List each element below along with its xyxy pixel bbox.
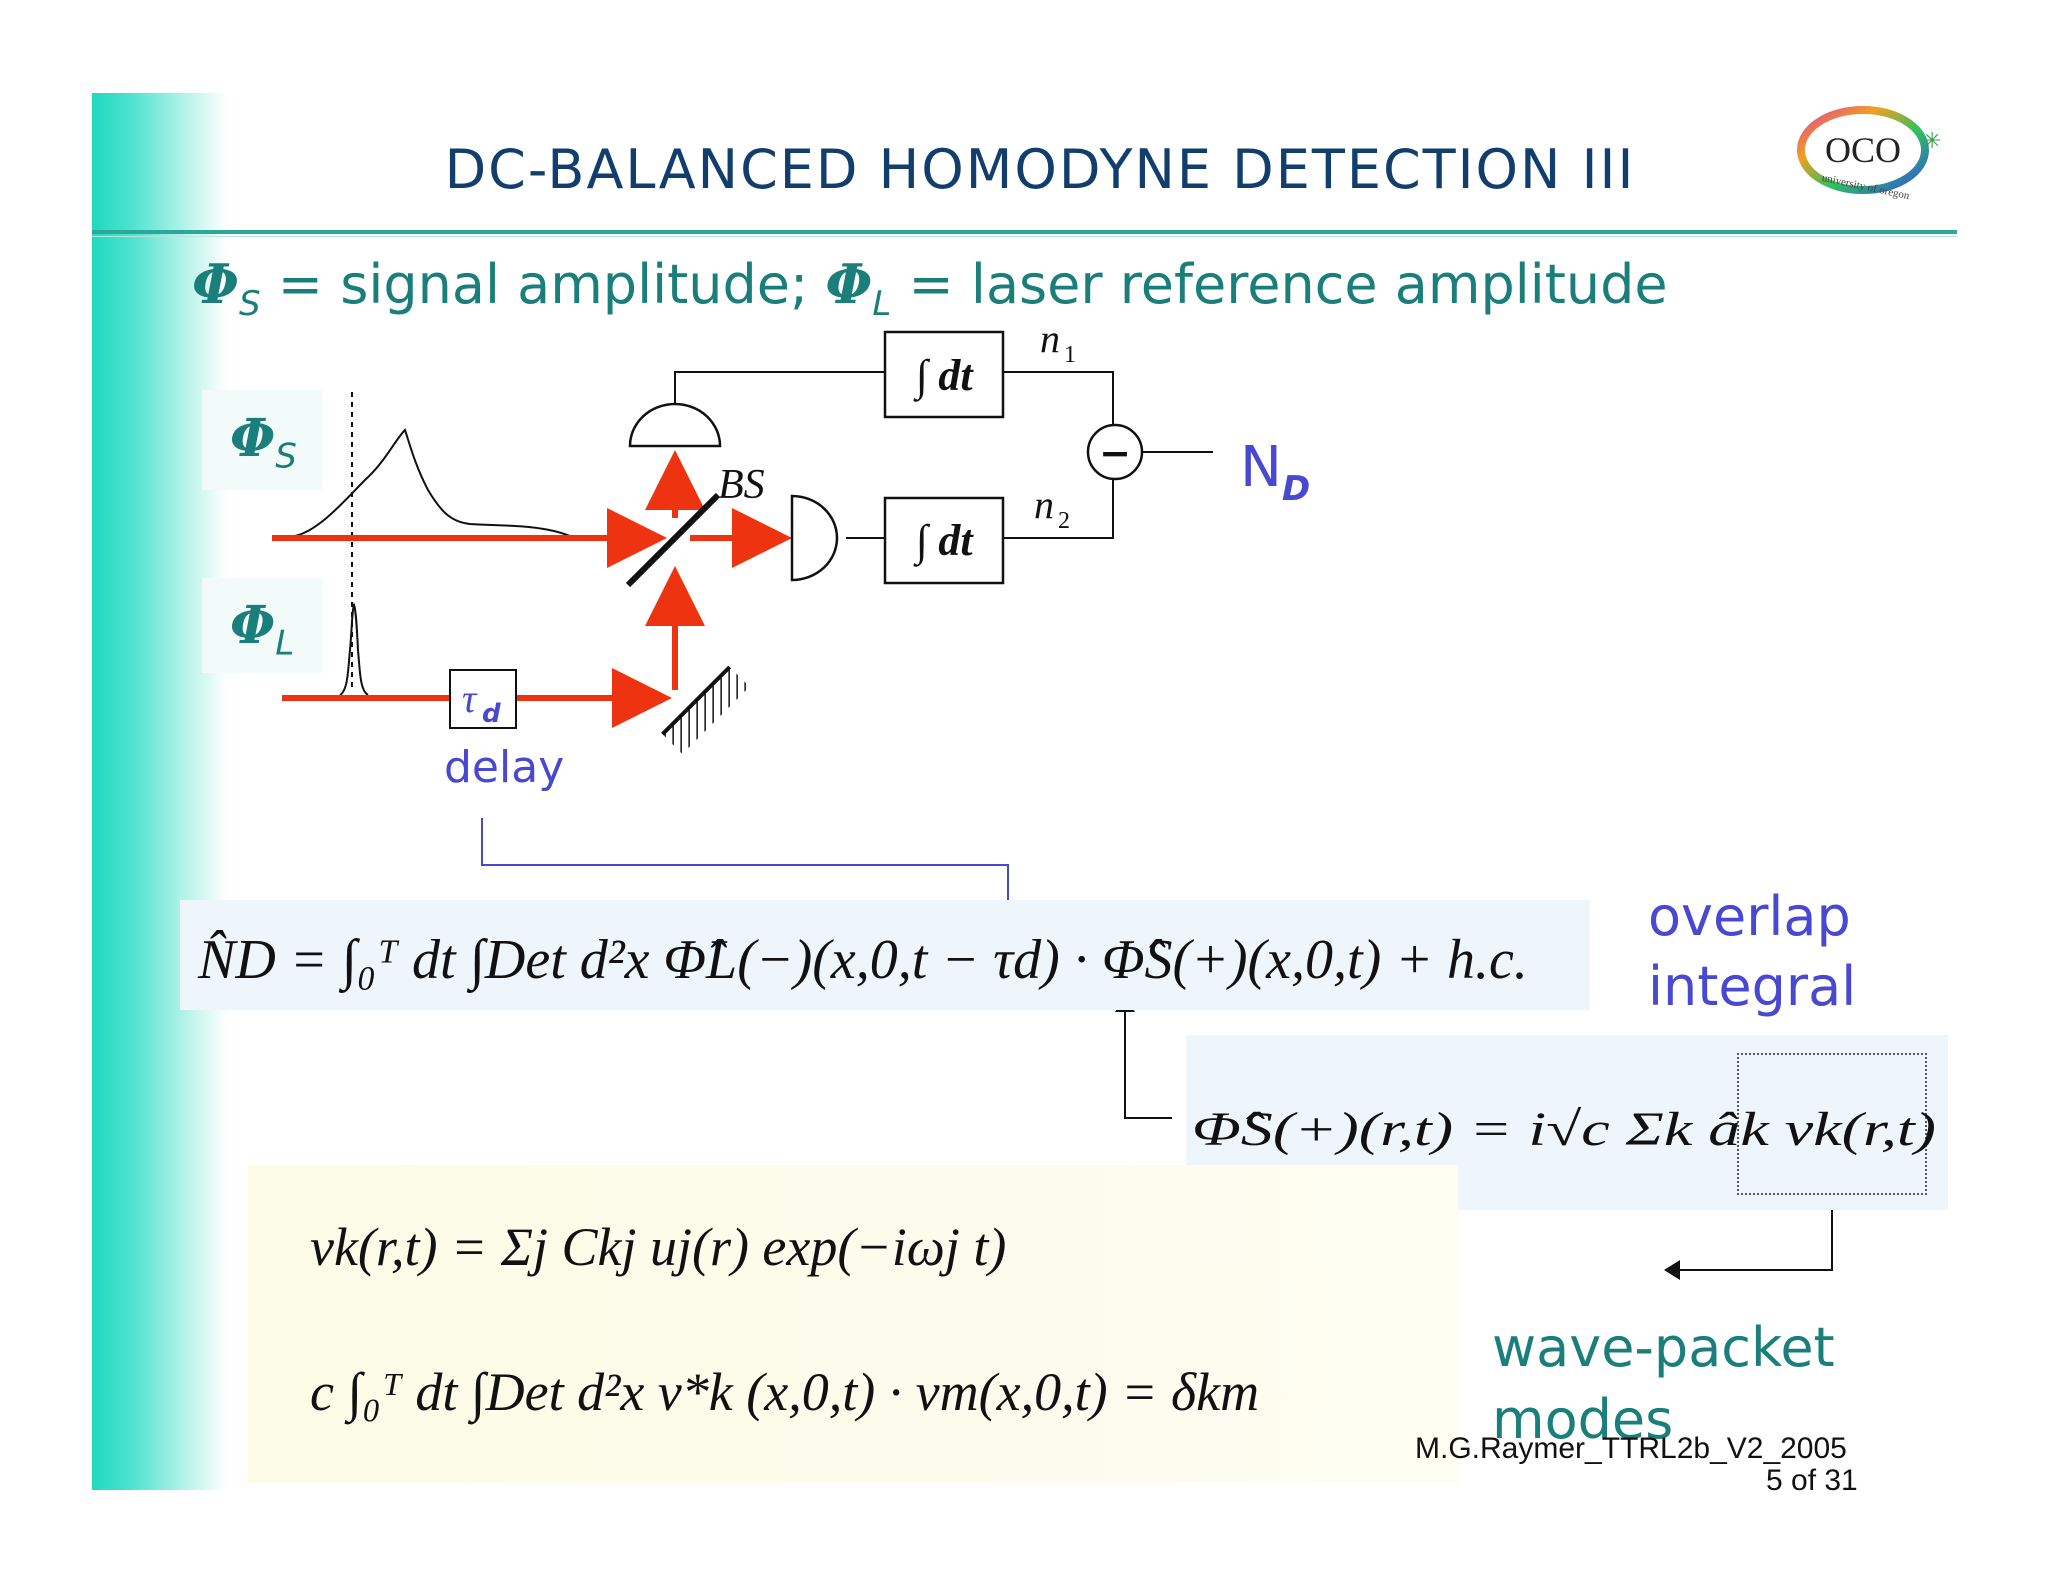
overlap-label-1: overlap xyxy=(1648,885,1851,948)
field-connector xyxy=(1115,996,1172,1119)
oco-logo: OCO ✳ university of oregon xyxy=(1797,106,1941,202)
mirror xyxy=(661,665,750,754)
subtractor-minus: − xyxy=(1099,431,1131,475)
wave-packet-label-2: modes xyxy=(1492,1388,1674,1451)
n1-label: n xyxy=(1040,316,1060,361)
title-rule-thin xyxy=(92,236,1957,237)
beam-splitter xyxy=(625,492,721,588)
subtitle: ΦS = signal amplitude; ΦL = laser refere… xyxy=(192,252,1668,324)
subtractor xyxy=(1086,423,1144,481)
footer-credit: M.G.Raymer_TTRL2b_V2_2005 xyxy=(1415,1432,1847,1465)
output-n-subscript: D xyxy=(1282,469,1310,509)
subtitle-phi-l-sub: L xyxy=(872,283,892,324)
delay-label: delay xyxy=(444,742,564,793)
main-equation: N̂D = ∫₀ᵀ dt ∫Det d²x Φ̂L(−)(x,0,t − τd)… xyxy=(197,929,1528,994)
phi-s-label: ΦS xyxy=(230,408,297,477)
main-equation-box xyxy=(180,900,1590,1010)
overlap-label-2: integral xyxy=(1648,955,1857,1018)
integrator-1-box xyxy=(883,330,1005,419)
detector-top xyxy=(628,402,722,448)
mode-connector xyxy=(1664,1192,1833,1280)
delay-box xyxy=(449,669,517,729)
sidebar-gradient xyxy=(92,93,227,1490)
detector-right xyxy=(790,494,839,582)
lo-pulse xyxy=(339,602,369,696)
subtitle-part1: = signal amplitude; xyxy=(260,253,826,316)
wire-n1 xyxy=(1003,371,1114,432)
delay-subscript: d xyxy=(482,699,501,729)
delay-symbol: τ xyxy=(462,676,478,721)
mode-equations-box xyxy=(248,1165,1458,1483)
signal-pulse xyxy=(294,428,571,537)
logo-text: OCO xyxy=(1825,130,1901,170)
integrator-2-label: ∫ dt xyxy=(913,516,974,567)
mode-function-dotted-box xyxy=(1737,1053,1927,1195)
mode-equations: vk(r,t) = Σj Ckj uj(r) exp(−iωj t) c ∫₀ᵀ… xyxy=(310,1217,1259,1425)
slide-title: DC-BALANCED HOMODYNE DETECTION III xyxy=(444,138,1636,201)
phi-s-label-bg xyxy=(202,390,322,490)
phi-l-label-bg xyxy=(202,578,322,673)
subtitle-phi-s: Φ xyxy=(192,252,240,316)
mode-expansion-text: vk(r,t) = Σj Ckj uj(r) exp(−iωj t) xyxy=(310,1217,1006,1277)
subtitle-phi-s-sub: S xyxy=(239,283,261,324)
logo-star-icon: ✳ xyxy=(1923,129,1941,154)
footer-page-number: 5 of 31 xyxy=(1766,1464,1858,1497)
field-equation-text: Φ̂S(+)(r,t) = i√c Σk âk vk(r,t) xyxy=(1192,1103,1936,1156)
subtitle-phi-l: Φ xyxy=(825,252,873,316)
title-rule xyxy=(92,230,1957,234)
main-equation-text: N̂D = ∫₀ᵀ dt ∫Det d²x Φ̂L(−)(x,0,t − τd)… xyxy=(197,929,1528,994)
bs-label: BS xyxy=(718,462,765,508)
integrator-1-label: ∫ dt xyxy=(913,351,974,402)
wave-packet-label-1: wave-packet xyxy=(1492,1316,1835,1379)
n2-label: n xyxy=(1034,482,1054,527)
output-n-label: N xyxy=(1240,435,1282,500)
phi-l-label: ΦL xyxy=(230,595,295,664)
integrator-2-box xyxy=(883,496,1005,585)
n2-subscript: 2 xyxy=(1058,508,1070,534)
n1-subscript: 1 xyxy=(1064,342,1076,368)
subtitle-part2: = laser reference amplitude xyxy=(891,253,1668,316)
wire-top xyxy=(674,371,885,404)
wire-n2 xyxy=(1003,472,1114,539)
field-equation: Φ̂S(+)(r,t) = i√c Σk âk vk(r,t) xyxy=(1192,1103,1936,1156)
orthonormality-text: c ∫₀ᵀ dt ∫Det d²x v*k (x,0,t) · vm(x,0,t… xyxy=(310,1362,1259,1425)
delay-connector xyxy=(481,818,1018,932)
